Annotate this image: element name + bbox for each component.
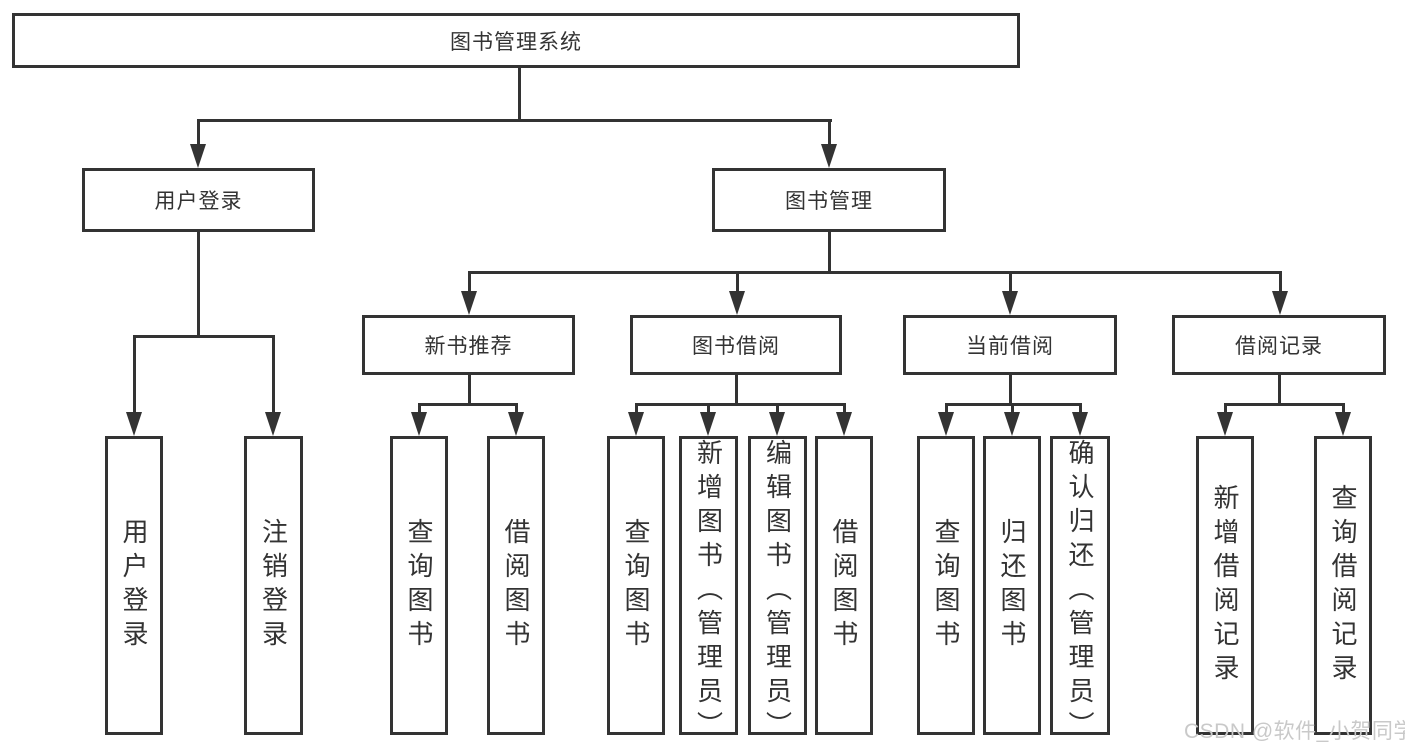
node-user-login: 用户登录 xyxy=(82,168,315,232)
arrow-down-icon xyxy=(126,412,142,436)
connector-vline xyxy=(518,66,521,121)
node-label: 当前借阅 xyxy=(966,335,1054,358)
arrow-down-icon xyxy=(628,412,644,436)
node-label: 借阅记录 xyxy=(1235,335,1323,358)
node-leaf-borrow-books: 借阅图书 xyxy=(815,436,873,735)
node-leaf-return-books: 归还图书 xyxy=(983,436,1041,735)
connector-vline xyxy=(468,271,471,293)
node-label: 新增图书（管理员） xyxy=(693,439,724,745)
connector-vline xyxy=(1009,373,1012,406)
arrow-down-icon xyxy=(769,412,785,436)
node-new-book-recommend: 新书推荐 xyxy=(362,315,575,375)
connector-vline xyxy=(635,403,638,413)
node-book-management: 图书管理 xyxy=(712,168,946,232)
arrow-down-icon xyxy=(700,412,716,436)
node-leaf-query-borrow-record: 查询借阅记录 xyxy=(1314,436,1372,735)
arrow-down-icon xyxy=(1272,291,1288,315)
connector-vline xyxy=(197,119,200,146)
connector-vline xyxy=(1079,403,1082,413)
connector-vline xyxy=(735,373,738,406)
node-label: 查询图书 xyxy=(931,517,961,654)
arrow-down-icon xyxy=(836,412,852,436)
node-leaf-query-books-current: 查询图书 xyxy=(917,436,975,735)
arrow-down-icon xyxy=(1217,412,1233,436)
connector-vline xyxy=(843,403,846,413)
node-leaf-query-books-borrow: 查询图书 xyxy=(607,436,665,735)
node-label: 新书推荐 xyxy=(424,335,513,358)
connector-hline xyxy=(418,403,518,406)
arrow-down-icon xyxy=(508,412,524,436)
arrow-down-icon xyxy=(461,291,477,315)
arrow-down-icon xyxy=(265,412,281,436)
node-leaf-add-borrow-record: 新增借阅记录 xyxy=(1196,436,1254,735)
node-label: 归还图书 xyxy=(997,517,1027,654)
connector-vline xyxy=(1224,403,1227,413)
connector-hline xyxy=(133,335,275,338)
connector-vline xyxy=(515,403,518,413)
node-leaf-logout: 注销登录 xyxy=(244,436,303,735)
connector-vline xyxy=(828,119,831,146)
arrow-down-icon xyxy=(821,144,837,168)
node-leaf-query-books-recommend: 查询图书 xyxy=(390,436,448,735)
connector-vline xyxy=(418,403,421,413)
node-leaf-borrow-books-recommend: 借阅图书 xyxy=(487,436,545,735)
node-label: 确认归还（管理员） xyxy=(1065,439,1095,745)
node-label: 用户登录 xyxy=(119,517,149,654)
node-label: 图书管理 xyxy=(785,190,873,213)
arrow-down-icon xyxy=(411,412,427,436)
connector-vline xyxy=(468,373,471,406)
connector-vline xyxy=(736,271,739,293)
arrow-down-icon xyxy=(1072,412,1088,436)
arrow-down-icon xyxy=(938,412,954,436)
arrow-down-icon xyxy=(1004,412,1020,436)
connector-vline xyxy=(828,232,831,274)
connector-vline xyxy=(1278,373,1281,406)
node-label: 注销登录 xyxy=(258,517,289,654)
connector-hline xyxy=(197,119,832,122)
connector-vline xyxy=(707,403,710,413)
node-label: 用户登录 xyxy=(154,190,243,213)
node-book-borrow: 图书借阅 xyxy=(630,315,842,375)
connector-vline xyxy=(272,335,275,413)
arrow-down-icon xyxy=(1002,291,1018,315)
connector-vline xyxy=(1342,403,1345,413)
node-leaf-add-books-admin: 新增图书（管理员） xyxy=(679,436,738,745)
node-current-borrow: 当前借阅 xyxy=(903,315,1117,375)
connector-vline xyxy=(1279,271,1282,293)
node-borrow-records: 借阅记录 xyxy=(1172,315,1386,375)
connector-vline xyxy=(133,335,136,413)
node-label: 图书管理系统 xyxy=(450,30,582,54)
node-label: 借阅图书 xyxy=(829,517,859,654)
arrow-down-icon xyxy=(190,144,206,168)
arrow-down-icon xyxy=(729,291,745,315)
connector-vline xyxy=(776,403,779,413)
connector-vline xyxy=(1011,403,1014,413)
connector-hline xyxy=(635,403,845,406)
node-label: 查询借阅记录 xyxy=(1328,483,1358,688)
csdn-watermark: CSDN @软件_小贺同学 xyxy=(1184,720,1405,743)
node-label: 编辑图书（管理员） xyxy=(762,439,793,745)
connector-vline xyxy=(197,232,200,338)
connector-vline xyxy=(945,403,948,413)
node-label: 借阅图书 xyxy=(501,517,531,654)
connector-hline xyxy=(1224,403,1344,406)
arrow-down-icon xyxy=(1335,412,1351,436)
node-root: 图书管理系统 xyxy=(12,13,1020,68)
node-label: 查询图书 xyxy=(621,517,651,654)
node-label: 查询图书 xyxy=(404,517,434,654)
node-leaf-edit-books-admin: 编辑图书（管理员） xyxy=(748,436,807,745)
node-leaf-confirm-return-admin: 确认归还（管理员） xyxy=(1050,436,1110,745)
connector-hline xyxy=(468,271,1281,274)
connector-vline xyxy=(1009,271,1012,293)
node-leaf-user-login: 用户登录 xyxy=(105,436,163,735)
node-label: 新增借阅记录 xyxy=(1210,483,1240,688)
node-label: 图书借阅 xyxy=(692,335,780,358)
